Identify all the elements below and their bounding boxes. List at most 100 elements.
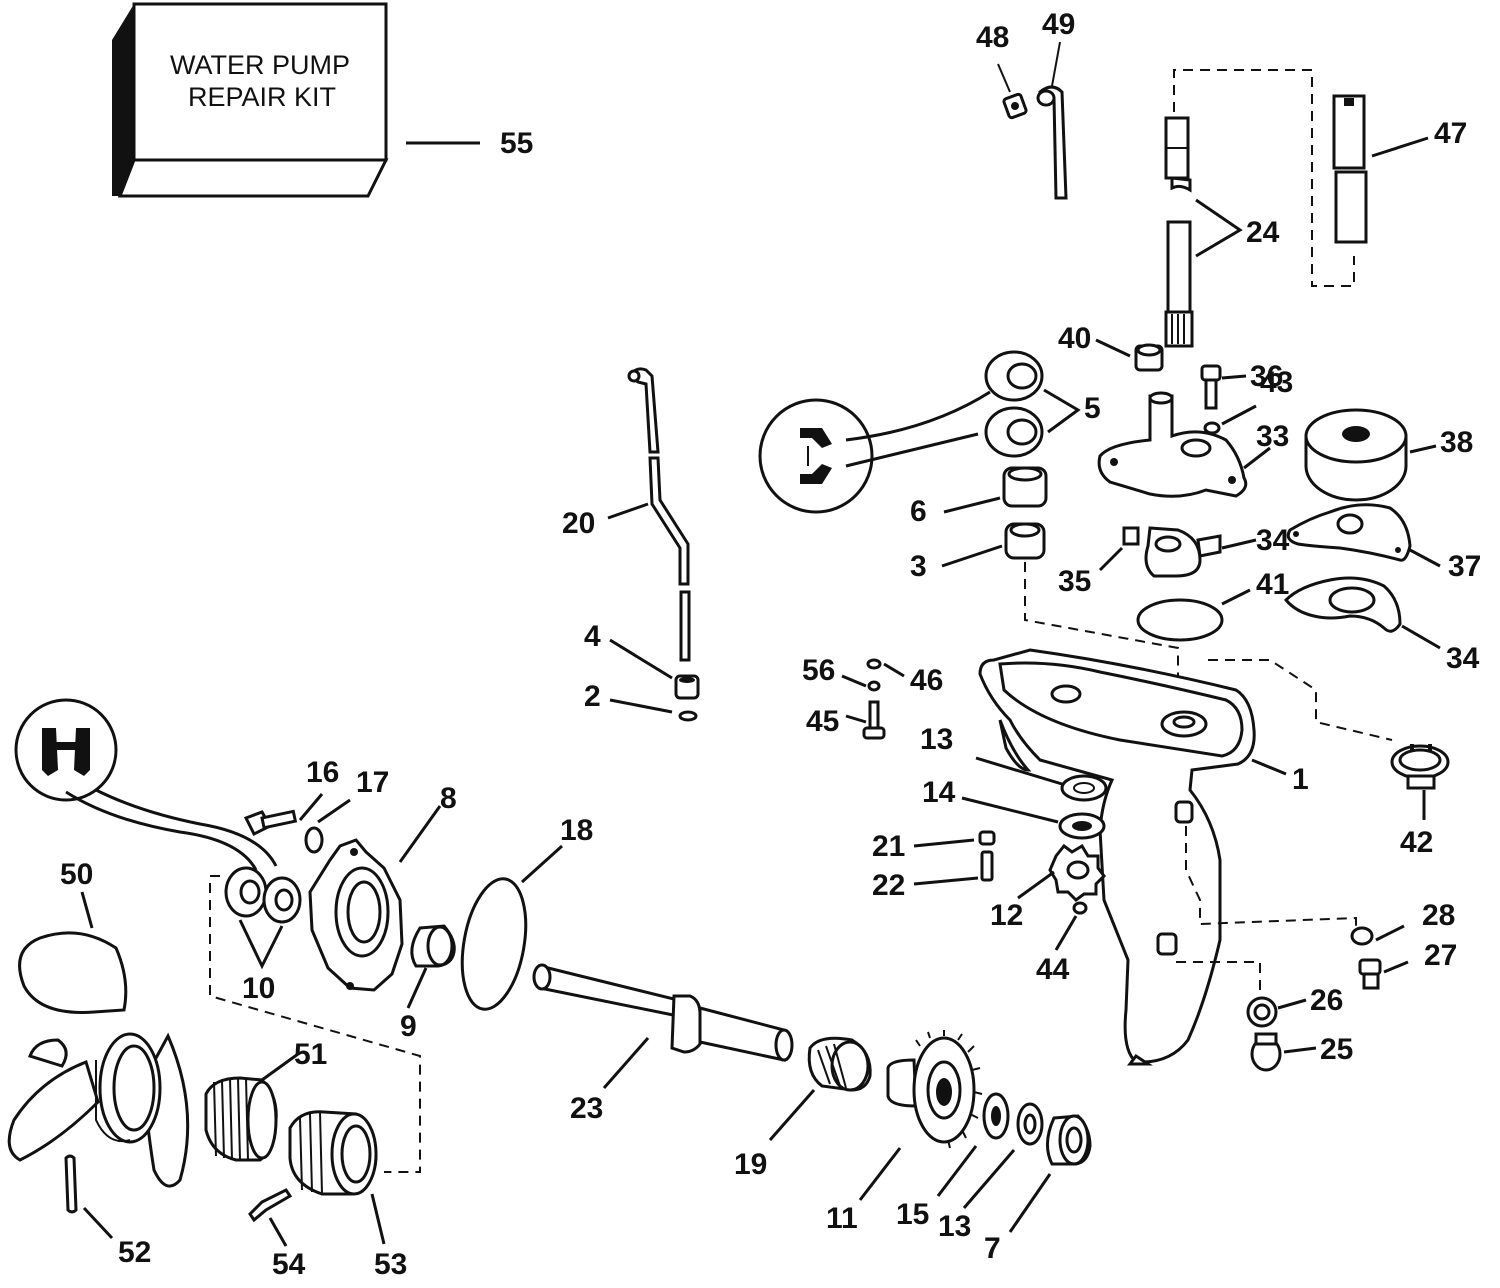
seal-detail-upper — [758, 398, 874, 514]
part-50-propeller — [7, 931, 190, 1188]
part-6-needle-bearing — [1002, 466, 1048, 508]
callout-13a: 13 — [920, 723, 953, 756]
callout-15: 15 — [896, 1198, 929, 1231]
part-40-grommet — [1134, 343, 1164, 372]
part-7-bearing — [1046, 1114, 1092, 1166]
callout-33: 33 — [1256, 420, 1289, 453]
callout-28: 28 — [1422, 899, 1455, 932]
part-12-pinion-gear — [1048, 843, 1106, 902]
part-45-screw — [862, 700, 886, 740]
callout-24: 24 — [1246, 216, 1280, 249]
callout-41: 41 — [1256, 568, 1289, 601]
part-37-plate — [1286, 503, 1412, 562]
callout-55: 55 — [500, 127, 533, 160]
part-1-gearcase — [978, 648, 1256, 1066]
kit-label-line1: WATER PUMP — [170, 50, 350, 80]
part-48-nut — [1002, 92, 1028, 120]
callout-11: 11 — [826, 1202, 858, 1235]
part-35-key — [1122, 526, 1140, 546]
water-pump-repair-kit-box: WATER PUMP REPAIR KIT — [112, 2, 389, 198]
part-46-nut — [866, 658, 882, 670]
part-34-gasket — [1283, 576, 1402, 633]
part-25-plug — [1250, 1032, 1282, 1072]
callout-38: 38 — [1440, 426, 1473, 459]
callout-25: 25 — [1320, 1033, 1353, 1066]
callout-21: 21 — [872, 830, 905, 863]
part-17-washer — [304, 826, 324, 854]
callout-labels: 55 48 49 47 24 40 36 43 5 33 38 6 3 34 3… — [60, 8, 1481, 1281]
part-11-forward-gear — [886, 1030, 983, 1149]
part-41-o-ring — [1136, 598, 1224, 642]
part-42-retainer — [1390, 744, 1450, 790]
part-16-bolt — [243, 809, 298, 837]
callout-8: 8 — [440, 782, 457, 815]
part-52-cotter-pin — [64, 1154, 78, 1214]
callout-34a: 34 — [1256, 524, 1290, 557]
part-9-bushing — [410, 924, 456, 968]
callout-27: 27 — [1424, 939, 1457, 972]
part-33-water-pump-housing — [1097, 391, 1248, 498]
callout-2: 2 — [584, 680, 601, 713]
callout-36: 36 — [1250, 360, 1283, 393]
kit-label-line2: REPAIR KIT — [188, 82, 336, 112]
callout-43: 43 — [1260, 366, 1293, 399]
callout-49: 49 — [1042, 8, 1075, 41]
part-4-grommet — [674, 674, 700, 700]
part-38-pump-cover — [1304, 408, 1408, 502]
part-22-pin — [980, 850, 994, 882]
part-15-thrust-bearing — [982, 1092, 1010, 1140]
part-36-screw — [1200, 364, 1222, 410]
callout-23: 23 — [570, 1092, 603, 1125]
part-21-spacer — [978, 830, 996, 846]
part-23-propeller-shaft — [532, 963, 794, 1062]
callout-13b: 13 — [938, 1210, 971, 1243]
callout-44: 44 — [1036, 953, 1070, 986]
part-19-clutch-dog — [807, 1036, 872, 1092]
part-14-thrust-bearing — [1058, 812, 1106, 840]
callout-40: 40 — [1058, 322, 1091, 355]
callout-50: 50 — [60, 858, 93, 891]
callout-20: 20 — [562, 507, 595, 540]
callout-53: 53 — [374, 1248, 407, 1281]
seal-detail-lower — [14, 698, 118, 802]
callout-18: 18 — [560, 814, 593, 847]
part-27-plug — [1358, 958, 1382, 990]
callout-9: 9 — [400, 1010, 417, 1043]
callout-35: 35 — [1058, 565, 1091, 598]
callout-12: 12 — [990, 899, 1023, 932]
callout-4: 4 — [584, 620, 601, 653]
callout-37: 37 — [1448, 550, 1481, 583]
part-43-washer — [1203, 421, 1221, 435]
callout-56: 56 — [802, 654, 835, 687]
callout-46: 46 — [910, 664, 943, 697]
callout-47: 47 — [1434, 117, 1467, 150]
callout-34b: 34 — [1446, 642, 1480, 675]
callout-22: 22 — [872, 869, 905, 902]
callout-48: 48 — [976, 21, 1009, 54]
callout-16: 16 — [306, 756, 339, 789]
callout-54: 54 — [272, 1248, 306, 1281]
part-28-washer — [1350, 926, 1374, 946]
part-26-washer — [1246, 996, 1278, 1028]
part-47-drive-shaft-extension — [1332, 94, 1368, 244]
part-49-shift-rod — [1036, 85, 1068, 200]
callout-17: 17 — [356, 766, 389, 799]
part-24-drive-shaft — [1164, 116, 1194, 348]
callout-26: 26 — [1310, 984, 1343, 1017]
callout-51: 51 — [294, 1038, 327, 1071]
part-2-ring — [678, 710, 698, 722]
callout-6: 6 — [910, 495, 927, 528]
part-54-pin — [248, 1188, 293, 1223]
callout-14: 14 — [922, 776, 956, 809]
part-13-thrust-washer-lower — [1016, 1102, 1044, 1146]
callout-5: 5 — [1084, 392, 1101, 425]
callout-42: 42 — [1400, 826, 1433, 859]
part-8-bearing-housing — [308, 838, 404, 992]
part-5-bearings — [984, 350, 1044, 458]
callout-52: 52 — [118, 1236, 151, 1269]
callout-19: 19 — [734, 1148, 767, 1181]
callout-10: 10 — [242, 972, 275, 1005]
part-51-spline-drive — [204, 1076, 278, 1162]
part-34-impeller — [1144, 526, 1222, 578]
